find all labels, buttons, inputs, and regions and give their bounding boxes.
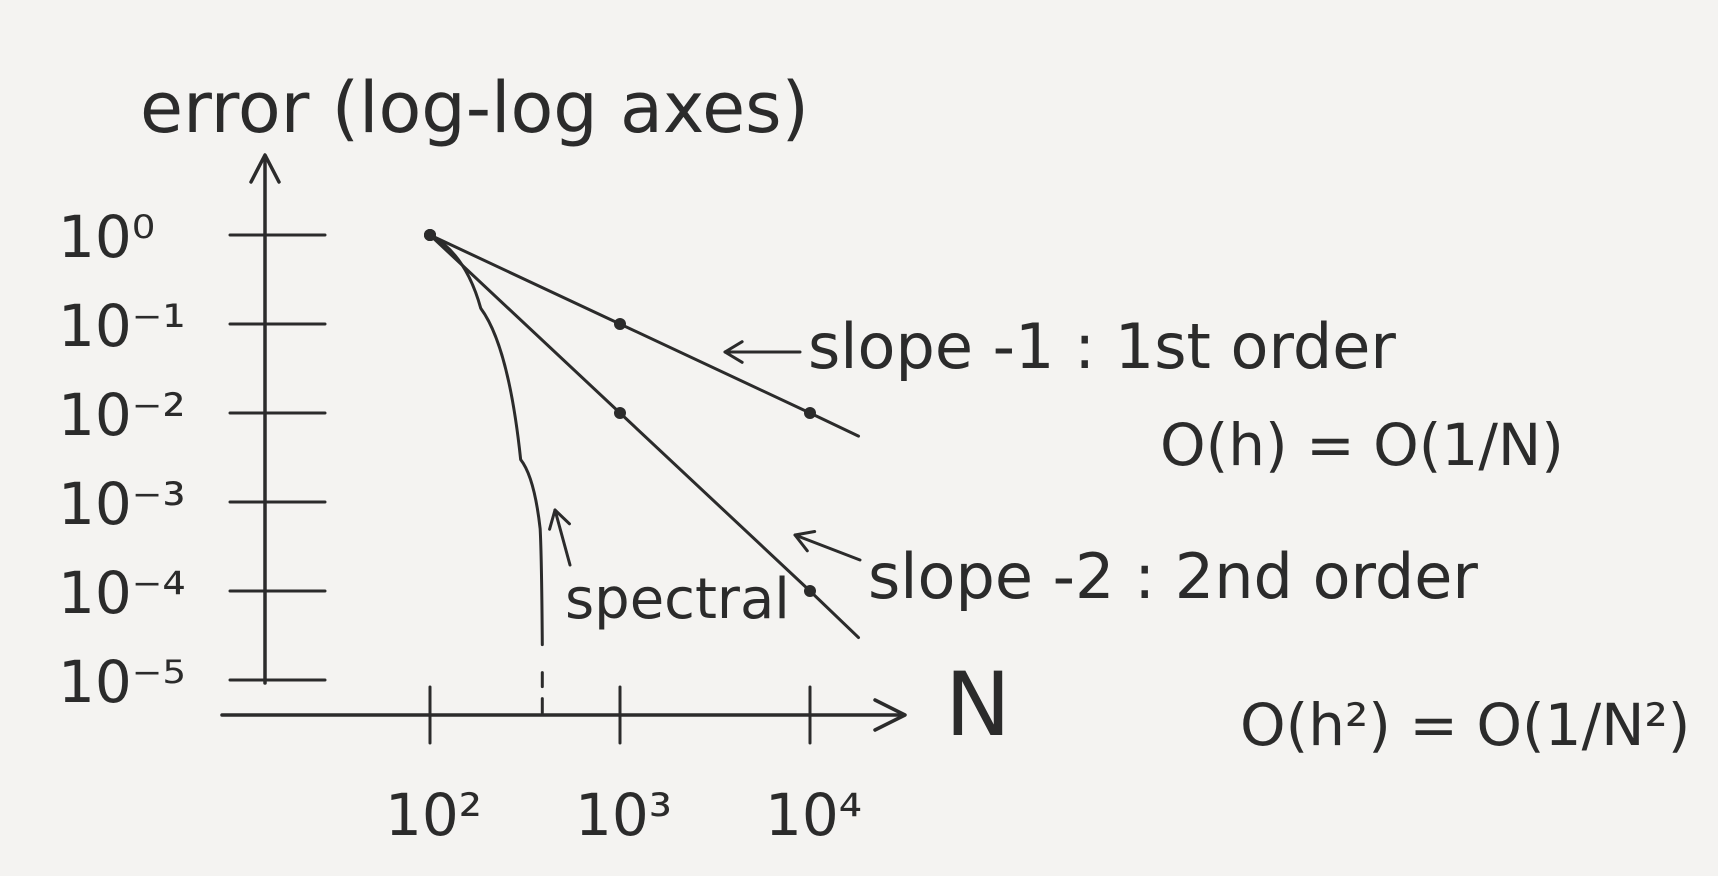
data-point xyxy=(614,407,626,419)
y-axis-arrow-icon xyxy=(249,153,281,184)
y-tick-label: 10⁻⁵ xyxy=(58,648,186,716)
annotation-arrow-icon xyxy=(553,508,572,567)
series-line xyxy=(428,233,861,640)
x-axis-label: N xyxy=(945,653,1011,756)
y-tick-label: 10⁻¹ xyxy=(58,292,186,360)
data-point xyxy=(424,229,436,241)
data-point xyxy=(804,585,816,597)
annotation-arrow-icon xyxy=(793,533,862,562)
series-line xyxy=(428,233,544,647)
x-tick-label: 10⁴ xyxy=(765,781,862,849)
x-tick-label: 10² xyxy=(385,781,482,849)
series-label-first-order: slope -1 : 1st order xyxy=(808,310,1396,383)
y-tick-label: 10⁰ xyxy=(58,203,155,271)
y-tick-label: 10⁻⁴ xyxy=(58,559,186,627)
formula-second-order: O(h²) = O(1/N²) xyxy=(1240,691,1690,759)
series-layer xyxy=(424,229,861,723)
y-tick-label: 10⁻³ xyxy=(58,470,186,538)
annotation-arrow-icon-head xyxy=(548,508,571,531)
data-point xyxy=(614,318,626,330)
axes-layer xyxy=(220,153,907,732)
x-tick-label: 10³ xyxy=(575,781,672,849)
series-label-spectral: spectral xyxy=(565,567,790,632)
x-axis-arrow-icon xyxy=(873,698,907,732)
annotation-arrow-icon-head xyxy=(723,340,744,364)
y-tick-label: 10⁻² xyxy=(58,381,186,449)
series-label-second-order: slope -2 : 2nd order xyxy=(868,540,1478,613)
data-point xyxy=(804,407,816,419)
annotation-arrow-icon-head xyxy=(793,530,817,553)
chart-title: error (log-log axes) xyxy=(140,67,809,149)
formula-first-order: O(h) = O(1/N) xyxy=(1160,411,1564,479)
ticks-layer: 10⁰ 10⁻¹ 10⁻² 10⁻³ 10⁻⁴ 10⁻⁵ 10² 10³ 10⁴ xyxy=(58,203,862,849)
series-line xyxy=(428,233,861,438)
